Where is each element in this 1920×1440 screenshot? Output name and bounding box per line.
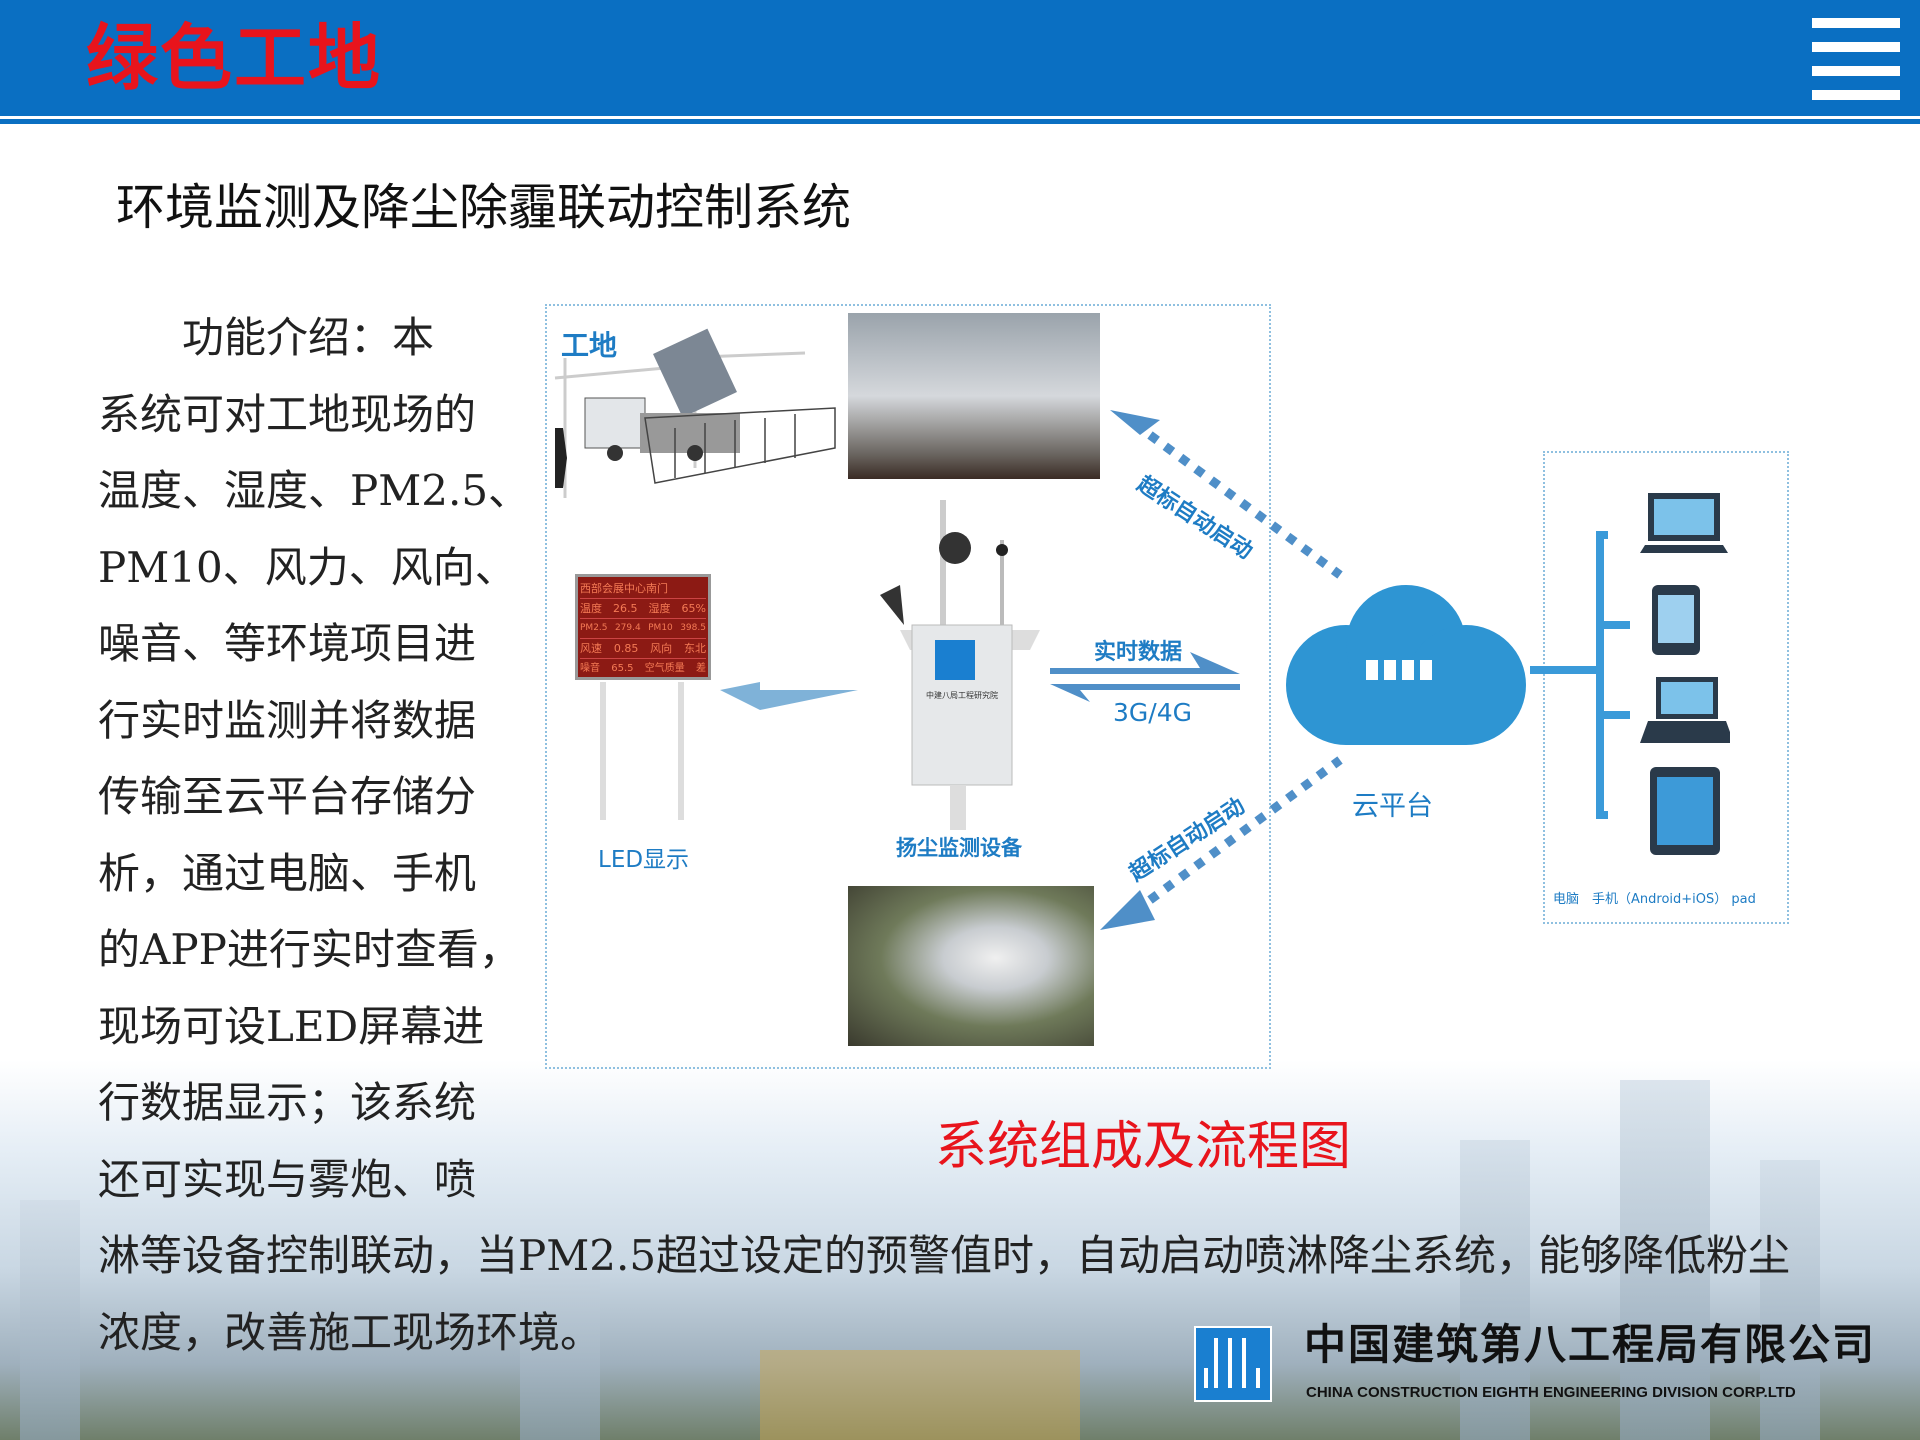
arrow-to-led-icon: [720, 682, 858, 710]
text-line: 现场可设LED屏幕进: [98, 1001, 485, 1051]
text-line: 析，通过电脑、手机: [98, 848, 477, 898]
trigger-arrow-down-icon: [1100, 890, 1155, 930]
company-logo-icon: [1812, 18, 1900, 100]
led-label: LED显示: [598, 847, 690, 873]
text-line: 传输至云平台存储分: [98, 772, 477, 821]
client-devices-label: 电脑 手机（Android+iOS） pad: [1553, 892, 1756, 907]
text-line: 系统可对工地现场的: [98, 389, 477, 439]
led-cell: 温度: [580, 602, 602, 615]
fog-cannon-photo: [848, 886, 1094, 1046]
text-line: 浓度，改善施工现场环境。: [98, 1307, 603, 1357]
computer-icon: [1640, 493, 1728, 553]
company-name-cn: 中国建筑第八工程局有限公司: [1304, 1320, 1877, 1369]
text-line: 行实时监测并将数据: [98, 695, 477, 745]
network-label: 3G/4G: [1113, 698, 1192, 727]
led-display-board: 西部会展中心南门 温度 26.5 湿度 65% PM2.5 279.4 PM10 398.5…: [575, 574, 711, 680]
text-line: PM10、风力、风向、: [98, 542, 517, 592]
led-cell: 65%: [681, 602, 706, 615]
text-line: 功能介绍：本: [98, 313, 435, 362]
text-line: 噪音、等环境项目进: [98, 619, 477, 668]
client-devices-illustration: [1530, 493, 1730, 855]
header-bar: [0, 0, 1920, 116]
function-description: 功能介绍：本 系统可对工地现场的 温度、湿度、PM2.5、 PM10、风力、风向…: [98, 300, 1790, 1371]
realtime-data-label: 实时数据: [1094, 640, 1183, 665]
led-pole: [600, 682, 606, 820]
header-divider: [0, 119, 1920, 124]
system-diagram: [545, 304, 1271, 1069]
led-cell: 398.5: [680, 623, 706, 633]
slide-title: 绿色工地: [86, 16, 383, 100]
led-cell: PM10: [648, 623, 673, 633]
device-label: 扬尘监测设备: [896, 836, 1022, 860]
led-cell: 279.4: [614, 623, 641, 633]
site-label: 工地: [561, 329, 618, 362]
cscec-logo-icon: [1194, 1326, 1272, 1402]
data-flow-arrows: [720, 652, 1240, 710]
dust-monitor-device-image: 中建八局工程研究院: [880, 500, 1040, 830]
text-line: 还可实现与雾炮、喷: [98, 1154, 477, 1204]
led-cell: 65.5: [611, 663, 634, 674]
led-cell: 风向: [650, 642, 673, 655]
laptop-icon: [1640, 677, 1730, 743]
cloud-platform-icon: [1286, 585, 1526, 745]
text-line: 的APP进行实时查看，: [98, 925, 521, 974]
led-cell: 东北: [683, 642, 706, 655]
arrow-download-icon: [1050, 684, 1240, 702]
led-cell: 0.85: [613, 642, 639, 655]
city-background: [0, 1060, 1920, 1440]
led-cell: 差: [695, 663, 706, 674]
construction-site-image: [554, 328, 836, 498]
device-plate: 中建八局工程研究院: [926, 690, 998, 700]
led-cell: 噪音: [580, 663, 600, 674]
text-line: 淋等设备控制联动，当PM2.5超过设定的预警值时，自动启动喷淋降尘系统，能够降低…: [98, 1231, 1791, 1280]
spray-system-photo: [848, 313, 1100, 479]
text-line: 行数据显示；该系统: [98, 1078, 477, 1127]
led-cell: PM2.5: [580, 623, 608, 633]
arrow-upload-icon: [1050, 652, 1240, 674]
section-heading: 环境监测及降尘除霾联动控制系统: [116, 179, 852, 236]
client-devices-panel: [1543, 451, 1789, 924]
led-cell: 风速: [580, 642, 602, 655]
cloud-platform-label: 云平台: [1352, 791, 1433, 822]
phone-icon: [1652, 585, 1700, 655]
led-cell: 湿度: [648, 602, 671, 615]
diagram-caption: 系统组成及流程图: [935, 1117, 1352, 1177]
led-cell: 26.5: [613, 602, 638, 615]
led-cell: 空气质量: [644, 663, 685, 674]
trigger-arrows: [1100, 410, 1343, 930]
trigger-arrow-up-icon: [1110, 410, 1160, 435]
company-name-en: CHINA CONSTRUCTION EIGHTH ENGINEERING DI…: [1306, 1384, 1796, 1401]
led-title: 西部会展中心南门: [580, 582, 668, 595]
tablet-icon: [1650, 767, 1720, 855]
text-line: 温度、湿度、PM2.5、: [98, 466, 531, 515]
led-pole: [678, 682, 684, 820]
